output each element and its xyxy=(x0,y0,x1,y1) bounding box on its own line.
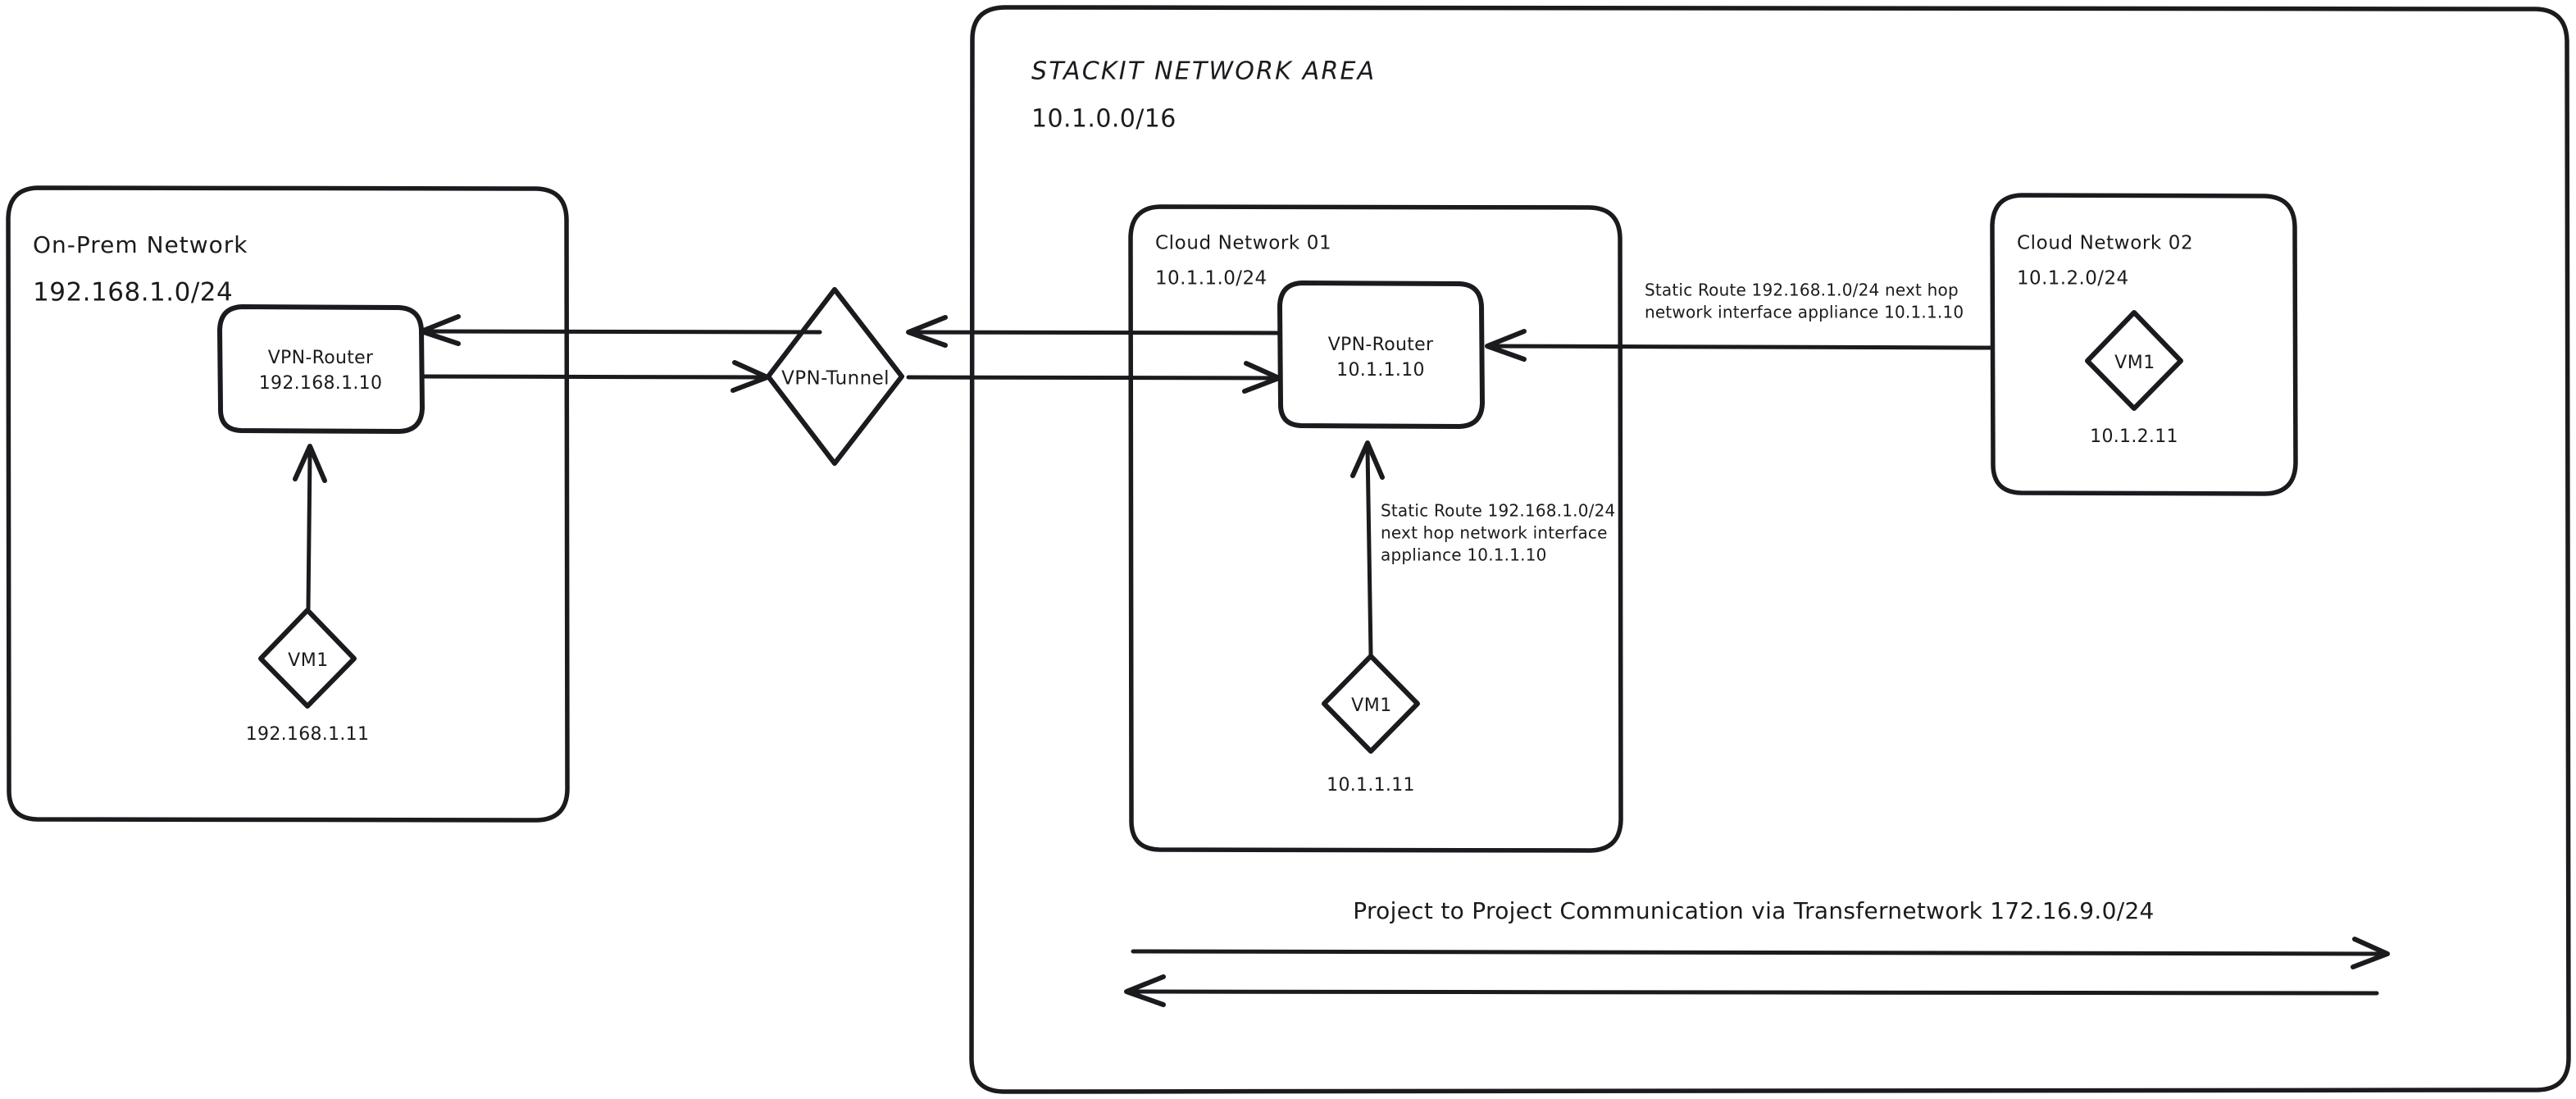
stackit-network-area-box xyxy=(969,5,2571,1094)
onprem-vpn-router-ip: 192.168.1.10 xyxy=(259,373,383,394)
vpn-tunnel-diamond[interactable] xyxy=(766,287,904,466)
cloud01-vm1-label: VM1 xyxy=(1351,695,1392,716)
connector-cloud01-vm-to-router xyxy=(1365,445,1373,657)
cloud-network-02-cidr: 10.1.2.0/24 xyxy=(2017,268,2129,290)
arrowhead-cloud02-to-cloud01-router xyxy=(1485,329,1527,362)
cloud02-static-route-line1: Static Route 192.168.1.0/24 next hop xyxy=(1645,280,1959,300)
connector-onprem-vm-to-router xyxy=(306,450,312,611)
onprem-vm1-label: VM1 xyxy=(288,650,329,671)
cloud01-static-route-line1: Static Route 192.168.1.0/24 xyxy=(1381,501,1615,521)
cloud-network-01-box xyxy=(1128,204,1623,853)
stackit-area-cidr: 10.1.0.0/16 xyxy=(1031,105,1176,134)
cloud01-static-route-line3: appliance 10.1.1.10 xyxy=(1381,545,1547,565)
onprem-vm1-diamond[interactable] xyxy=(258,608,357,709)
arrowhead-cloud-router-to-tunnel xyxy=(906,315,948,348)
cloud-network-02-box xyxy=(1990,193,2298,496)
arrowhead-tunnel-to-onprem-router xyxy=(419,314,461,346)
onprem-title: On-Prem Network xyxy=(33,231,248,258)
connector-cloud02-to-cloud01-router xyxy=(1490,344,1993,350)
arrowhead-cloud01-vm-to-router xyxy=(1350,440,1385,480)
arrowhead-onprem-router-to-tunnel xyxy=(730,360,770,393)
cloud01-vpn-router-box[interactable] xyxy=(1277,280,1485,429)
connector-tunnel-to-cloud-router xyxy=(906,375,1277,381)
connector-project-comm-leftward xyxy=(1129,989,2379,996)
cloud01-static-route-line2: next hop network interface xyxy=(1381,523,1608,543)
onprem-cidr: 192.168.1.0/24 xyxy=(33,278,233,308)
cloud01-vpn-router-label: VPN-Router xyxy=(1328,335,1434,355)
onprem-network-box xyxy=(6,185,570,823)
onprem-vm1-ip: 192.168.1.11 xyxy=(246,724,370,745)
cloud02-vm1-diamond[interactable] xyxy=(2085,310,2183,411)
cloud01-vpn-router-ip: 10.1.1.10 xyxy=(1336,360,1425,381)
arrowhead-onprem-vm-to-router xyxy=(293,444,327,483)
connector-cloud-router-to-tunnel xyxy=(908,330,1281,335)
onprem-vpn-router-label: VPN-Router xyxy=(268,348,374,368)
cloud02-vm1-ip: 10.1.2.11 xyxy=(2090,426,2178,447)
arrowhead-project-comm-leftward xyxy=(1124,974,1166,1007)
connector-tunnel-to-onprem-router xyxy=(424,329,822,335)
connector-onprem-router-to-tunnel xyxy=(422,374,765,380)
cloud-network-01-cidr: 10.1.1.0/24 xyxy=(1155,268,1268,290)
project-communication-label: Project to Project Communication via Tra… xyxy=(1353,897,2154,924)
arrowhead-project-comm-rightward xyxy=(2351,937,2390,969)
vpn-tunnel-label: VPN-Tunnel xyxy=(781,368,890,390)
cloud01-vm1-diamond[interactable] xyxy=(1322,654,1420,754)
cloud02-static-route-line2: network interface appliance 10.1.1.10 xyxy=(1645,303,1964,322)
cloud-network-01-title: Cloud Network 01 xyxy=(1155,233,1331,254)
cloud-network-02-title: Cloud Network 02 xyxy=(2017,233,2193,254)
onprem-vpn-router-box[interactable] xyxy=(217,304,425,434)
stackit-area-title: STACKIT NETWORK AREA xyxy=(1031,57,1376,86)
cloud02-vm1-label: VM1 xyxy=(2114,353,2155,373)
cloud01-vm1-ip: 10.1.1.11 xyxy=(1327,775,1415,796)
connector-project-comm-rightward xyxy=(1131,949,2384,956)
